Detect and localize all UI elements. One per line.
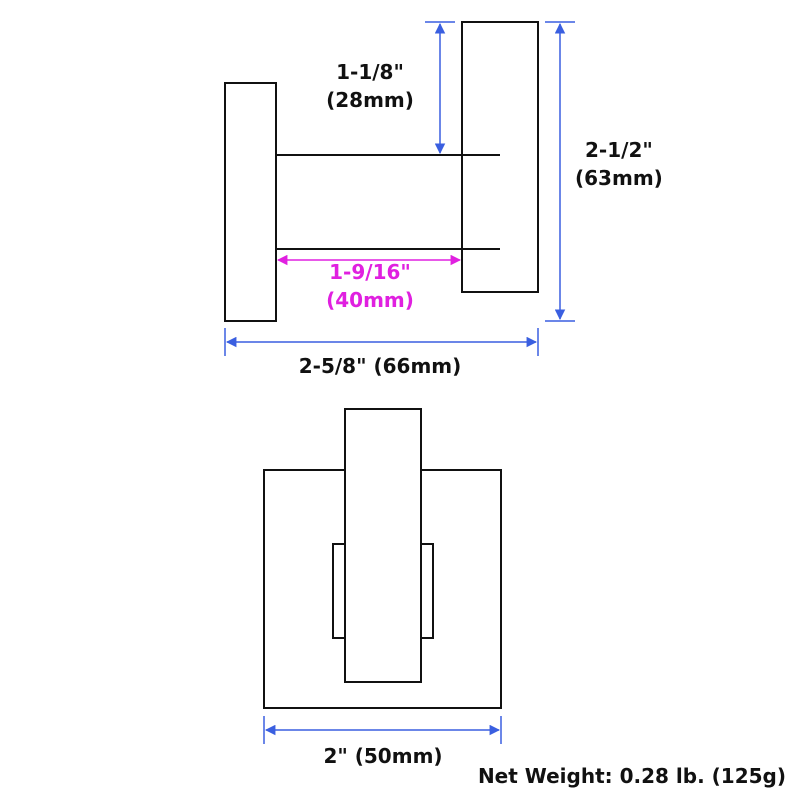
hook-front [344, 408, 422, 683]
projection-inch: 1-9/16" [329, 260, 411, 284]
projection-mm: (40mm) [326, 288, 414, 312]
overall-height-inch: 2-1/2" [585, 138, 653, 162]
wall-plate [224, 82, 277, 322]
dimension-head-thickness [425, 21, 455, 155]
base-width-label: 2" (50mm) [323, 744, 443, 768]
net-weight-label: Net Weight: 0.28 lb. (125g) [477, 764, 786, 788]
side-view [224, 21, 539, 322]
hook-head [461, 21, 539, 293]
overall-depth-label: 2-5/8" (66mm) [298, 354, 462, 378]
overall-height-mm: (63mm) [575, 166, 663, 190]
front-view [263, 408, 502, 709]
side-tab-left [332, 543, 346, 639]
projection-label: 1-9/16" (40mm) [300, 258, 440, 314]
dimension-base-width [263, 716, 502, 744]
head-thickness-inch: 1-1/8" [336, 60, 404, 84]
dimension-overall-depth [224, 328, 539, 356]
head-thickness-mm: (28mm) [326, 88, 414, 112]
overall-height-label: 2-1/2" (63mm) [575, 136, 663, 192]
dimension-overall-height [545, 21, 575, 322]
head-thickness-label: 1-1/8" (28mm) [300, 58, 440, 114]
side-tab-right [420, 543, 434, 639]
